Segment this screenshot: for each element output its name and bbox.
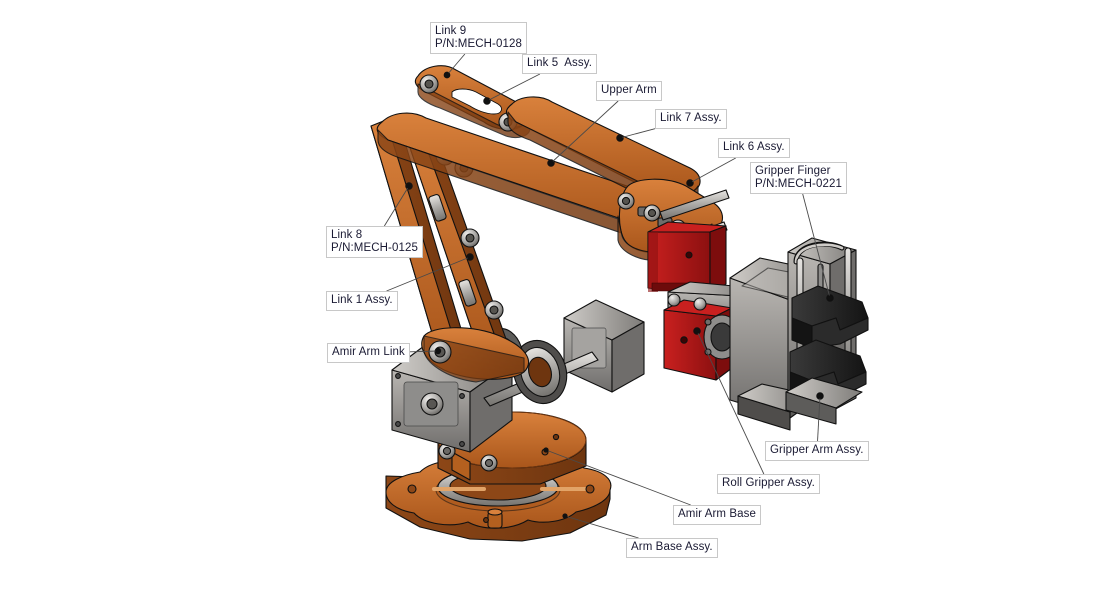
leader-dot-amir-arm-link [435, 348, 441, 354]
arm-base-plate [385, 452, 612, 542]
leader-dot-link-9 [444, 72, 450, 78]
leader-arm-base [564, 515, 639, 539]
leader-link-7 [619, 128, 656, 139]
base-motor-left [391, 339, 513, 453]
callout-link-1: Link 1 Assy. [326, 291, 398, 311]
callout-link-9: Link 9 P/N:MECH-0128 [430, 22, 527, 54]
callout-link-6: Link 6 Assy. [718, 138, 790, 158]
leader-gripper-finger [802, 193, 831, 299]
callout-link-8: Link 8 P/N:MECH-0125 [326, 226, 423, 258]
leader-dot-upper-arm [548, 160, 554, 166]
leader-roll-gripper [696, 330, 765, 475]
callout-link-5: Link 5 Assy. [522, 54, 598, 74]
leader-amir-arm-base [545, 449, 691, 506]
callout-link-7: Link 7 Assy. [655, 109, 727, 129]
callout-upper-arm: Upper Arm [596, 81, 662, 101]
leader-lines [383, 53, 833, 539]
base-motor-right [563, 299, 645, 393]
callout-gripper-arm: Gripper Arm Assy. [765, 441, 869, 461]
callout-gripper-finger: Gripper Finger P/N:MECH-0221 [750, 162, 847, 194]
leader-link-1 [386, 256, 471, 292]
leader-link-5 [486, 73, 541, 102]
gripper-finger-unit [785, 237, 869, 425]
leader-upper-arm [550, 100, 619, 164]
leader-dot-link-1 [467, 254, 473, 260]
callout-amir-arm-link: Amir Arm Link [327, 343, 410, 363]
leader-dot-amir-arm-base [543, 447, 549, 453]
leader-gripper-arm [817, 395, 821, 442]
leader-amir-arm-link [409, 350, 439, 353]
leader-dot-gripper-finger [827, 295, 833, 301]
leader-dot-link-6 [687, 180, 693, 186]
leader-link-9 [446, 53, 466, 76]
leader-dot-arm-base [562, 513, 568, 519]
callout-arm-base: Arm Base Assy. [626, 538, 718, 558]
callout-roll-gripper: Roll Gripper Assy. [717, 474, 820, 494]
leader-dot-roll-gripper [694, 328, 700, 334]
callout-amir-arm-base: Amir Arm Base [673, 505, 761, 525]
leader-dot-link-5 [484, 98, 490, 104]
leader-link-8 [383, 185, 410, 227]
leader-dot-link-7 [617, 135, 623, 141]
leader-dot-gripper-arm [817, 393, 823, 399]
leader-dot-link-8 [406, 183, 412, 189]
leader-link-6 [689, 157, 736, 184]
